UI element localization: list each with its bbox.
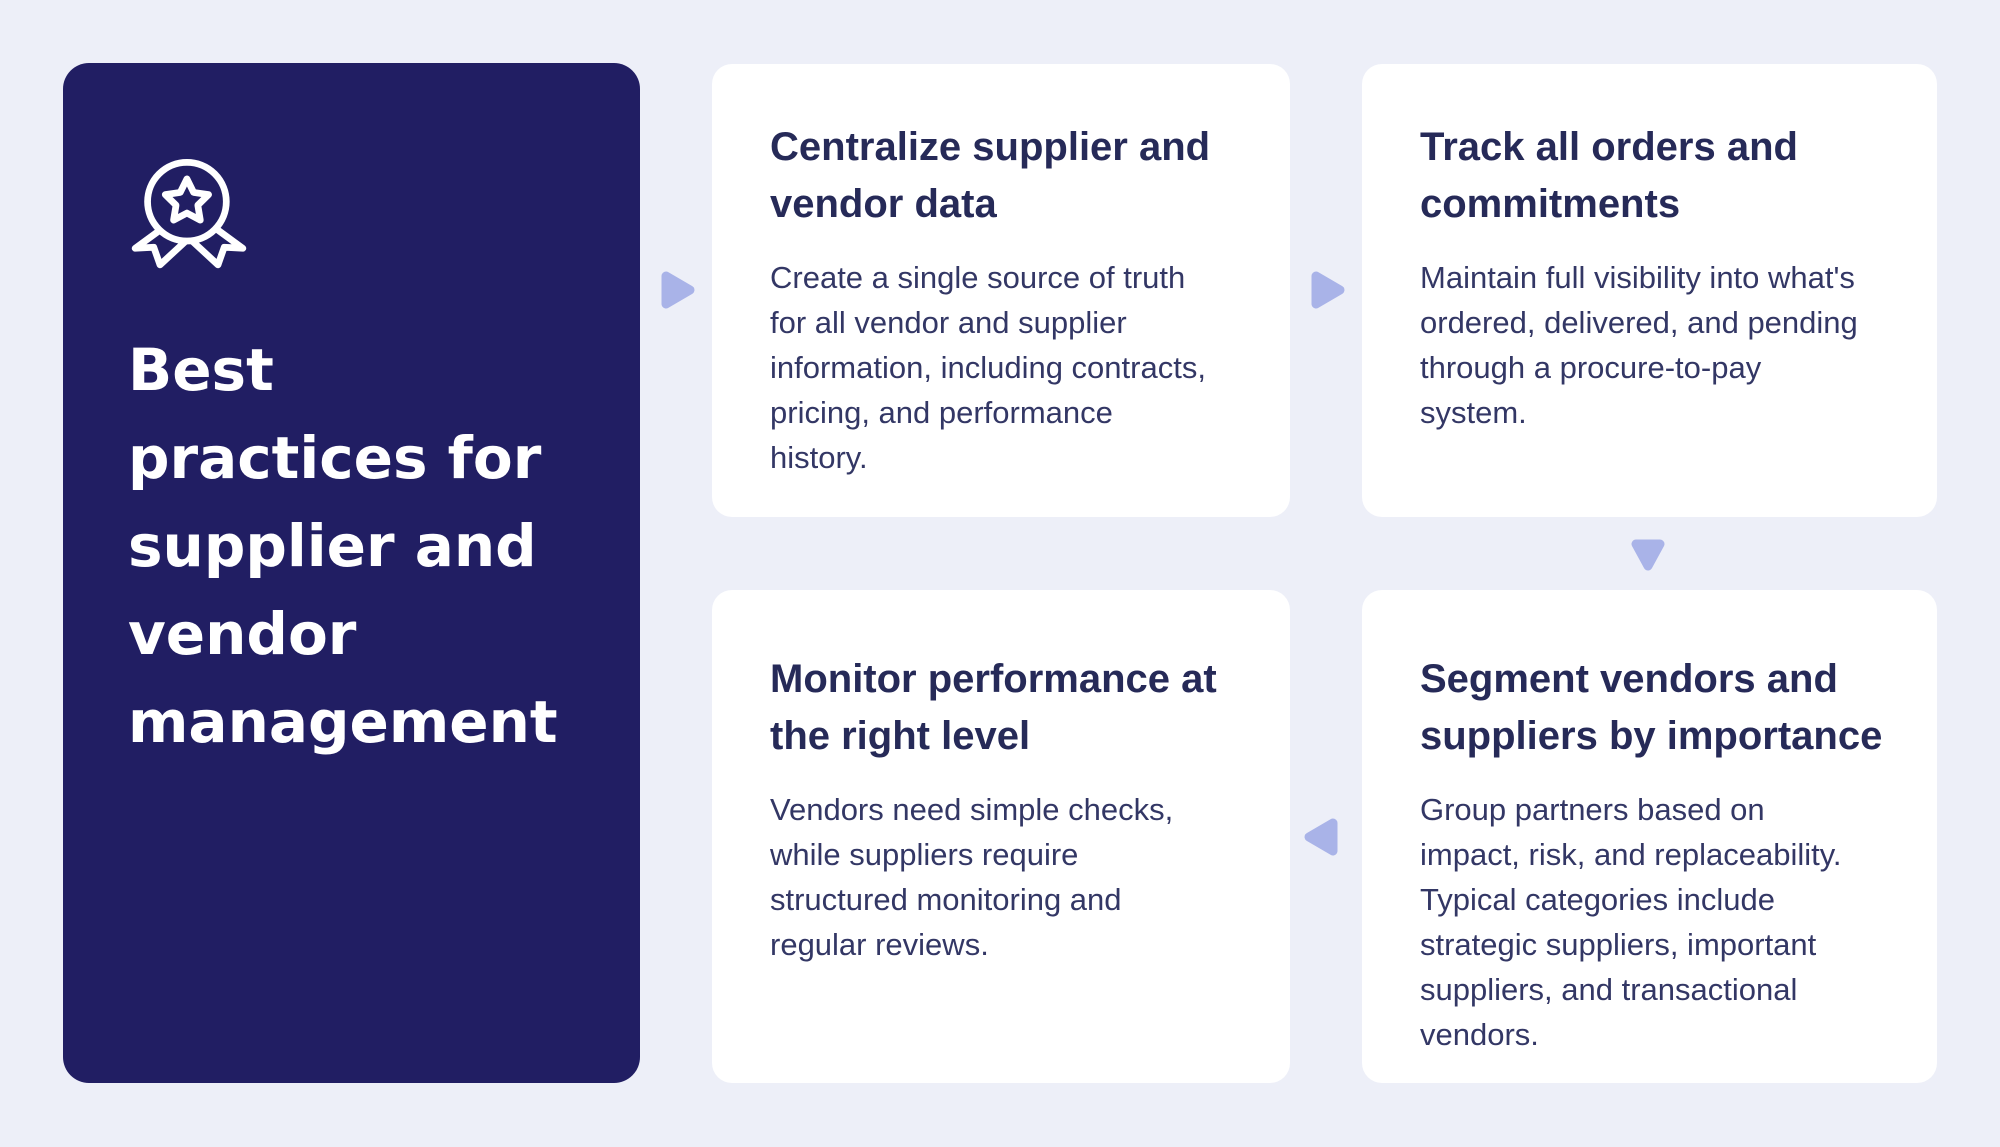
award-ribbon-icon: [131, 158, 247, 269]
card-heading: Centralize supplier and vendor data: [770, 125, 1211, 226]
card-body: Create a single source of truth for all …: [770, 260, 1206, 475]
flow-arrow-down-icon: [1631, 539, 1665, 571]
card-body: Maintain full visibility into what's ord…: [1420, 260, 1858, 430]
card-monitor-performance: Monitor performance at the right level V…: [712, 590, 1290, 1083]
flow-arrow-right-icon: [661, 271, 695, 309]
page-title: Best practices for supplier and vendor m…: [128, 336, 558, 756]
card-centralize-data: Centralize supplier and vendor data Crea…: [712, 64, 1290, 517]
card-heading: Segment vendors and suppliers by importa…: [1420, 657, 1883, 758]
title-panel: Best practices for supplier and vendor m…: [63, 63, 640, 1083]
flow-arrow-right-icon: [1311, 271, 1345, 309]
card-track-orders: Track all orders and commitments Maintai…: [1362, 64, 1937, 517]
card-segment-vendors: Segment vendors and suppliers by importa…: [1362, 590, 1937, 1083]
flow-arrow-left-icon: [1304, 818, 1338, 856]
card-body: Group partners based on impact, risk, an…: [1420, 792, 1842, 1052]
card-body: Vendors need simple checks, while suppli…: [770, 792, 1174, 962]
card-heading: Monitor performance at the right level: [770, 657, 1217, 758]
card-heading: Track all orders and commitments: [1420, 125, 1798, 226]
